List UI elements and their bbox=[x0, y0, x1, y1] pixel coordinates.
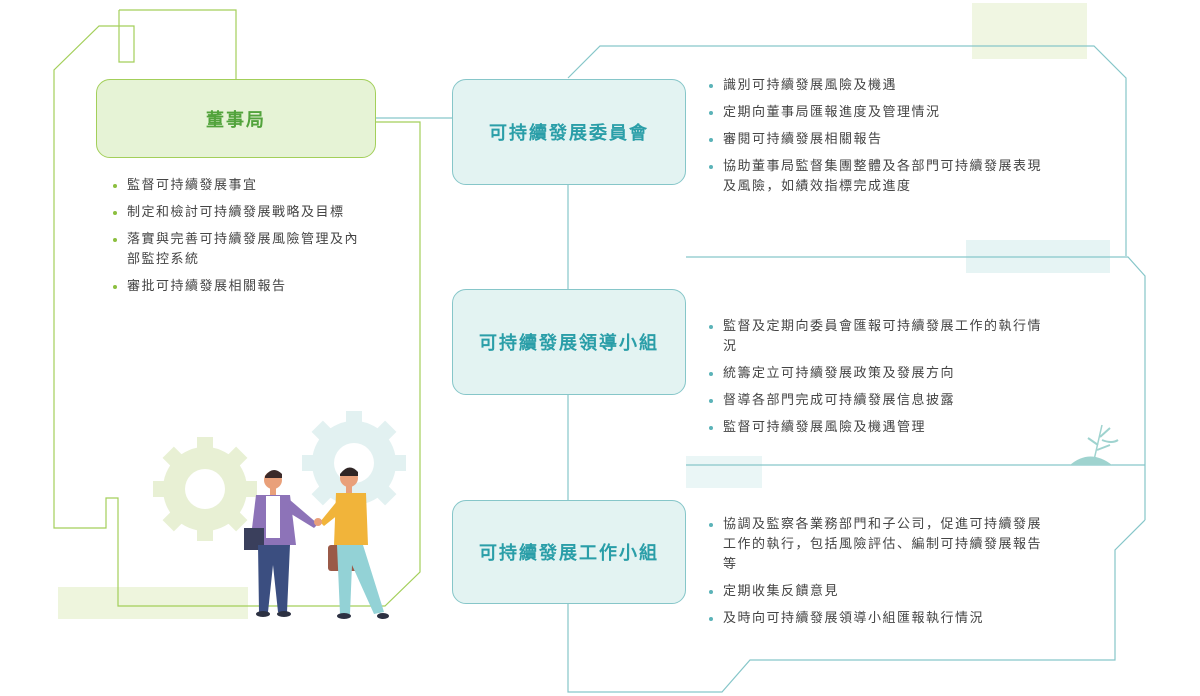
board-box: 董事局 bbox=[96, 79, 376, 158]
board-duties-list: 監督可持續發展事宜 制定和檢討可持續發展戰略及目標 落實與完善可持續發展風險管理… bbox=[113, 176, 363, 304]
deco-rect bbox=[972, 3, 1087, 59]
leadership-duties-list: 監督及定期向委員會匯報可持續發展工作的執行情況 統籌定立可持續發展政策及發展方向… bbox=[709, 317, 1054, 445]
leadership-group-box: 可持續發展領導小組 bbox=[452, 289, 686, 395]
list-item: 審閱可持續發展相關報告 bbox=[709, 130, 1054, 150]
list-item: 落實與完善可持續發展風險管理及內部監控系統 bbox=[113, 230, 363, 270]
list-item: 督導各部門完成可持續發展信息披露 bbox=[709, 391, 1054, 411]
leadership-group-title: 可持續發展領導小組 bbox=[479, 333, 659, 354]
deco-rect bbox=[58, 587, 248, 619]
committee-title: 可持續發展委員會 bbox=[489, 123, 649, 144]
board-title: 董事局 bbox=[206, 109, 266, 131]
list-item: 定期向董事局匯報進度及管理情況 bbox=[709, 103, 1054, 123]
list-item: 審批可持續發展相關報告 bbox=[113, 277, 363, 297]
committee-box: 可持續發展委員會 bbox=[452, 79, 686, 185]
list-item: 及時向可持續發展領導小組匯報執行情況 bbox=[709, 609, 1054, 629]
working-duties-list: 協調及監察各業務部門和子公司，促進可持續發展工作的執行，包括風險評估、編制可持續… bbox=[709, 515, 1054, 636]
list-item: 制定和檢討可持續發展戰略及目標 bbox=[113, 203, 363, 223]
green-frame bbox=[53, 9, 421, 607]
list-item: 統籌定立可持續發展政策及發展方向 bbox=[709, 364, 1054, 384]
list-item: 監督及定期向委員會匯報可持續發展工作的執行情況 bbox=[709, 317, 1054, 357]
working-group-box: 可持續發展工作小組 bbox=[452, 500, 686, 604]
handshake-illustration bbox=[244, 467, 389, 619]
list-item: 識別可持續發展風險及機遇 bbox=[709, 76, 1054, 96]
list-item: 定期收集反饋意見 bbox=[709, 582, 1054, 602]
list-item: 協助董事局監督集團整體及各部門可持續發展表現及風險，如績效指標完成進度 bbox=[709, 157, 1054, 197]
gear-icon bbox=[153, 437, 257, 541]
working-group-title: 可持續發展工作小組 bbox=[479, 543, 659, 564]
list-item: 監督可持續發展風險及機遇管理 bbox=[709, 418, 1054, 438]
plant-icon bbox=[1070, 424, 1119, 465]
list-item: 協調及監察各業務部門和子公司，促進可持續發展工作的執行，包括風險評估、編制可持續… bbox=[709, 515, 1054, 575]
committee-duties-list: 識別可持續發展風險及機遇 定期向董事局匯報進度及管理情況 審閱可持續發展相關報告… bbox=[709, 76, 1054, 204]
list-item: 監督可持續發展事宜 bbox=[113, 176, 363, 196]
teal-frame bbox=[376, 45, 1146, 693]
deco-rect bbox=[686, 456, 762, 488]
